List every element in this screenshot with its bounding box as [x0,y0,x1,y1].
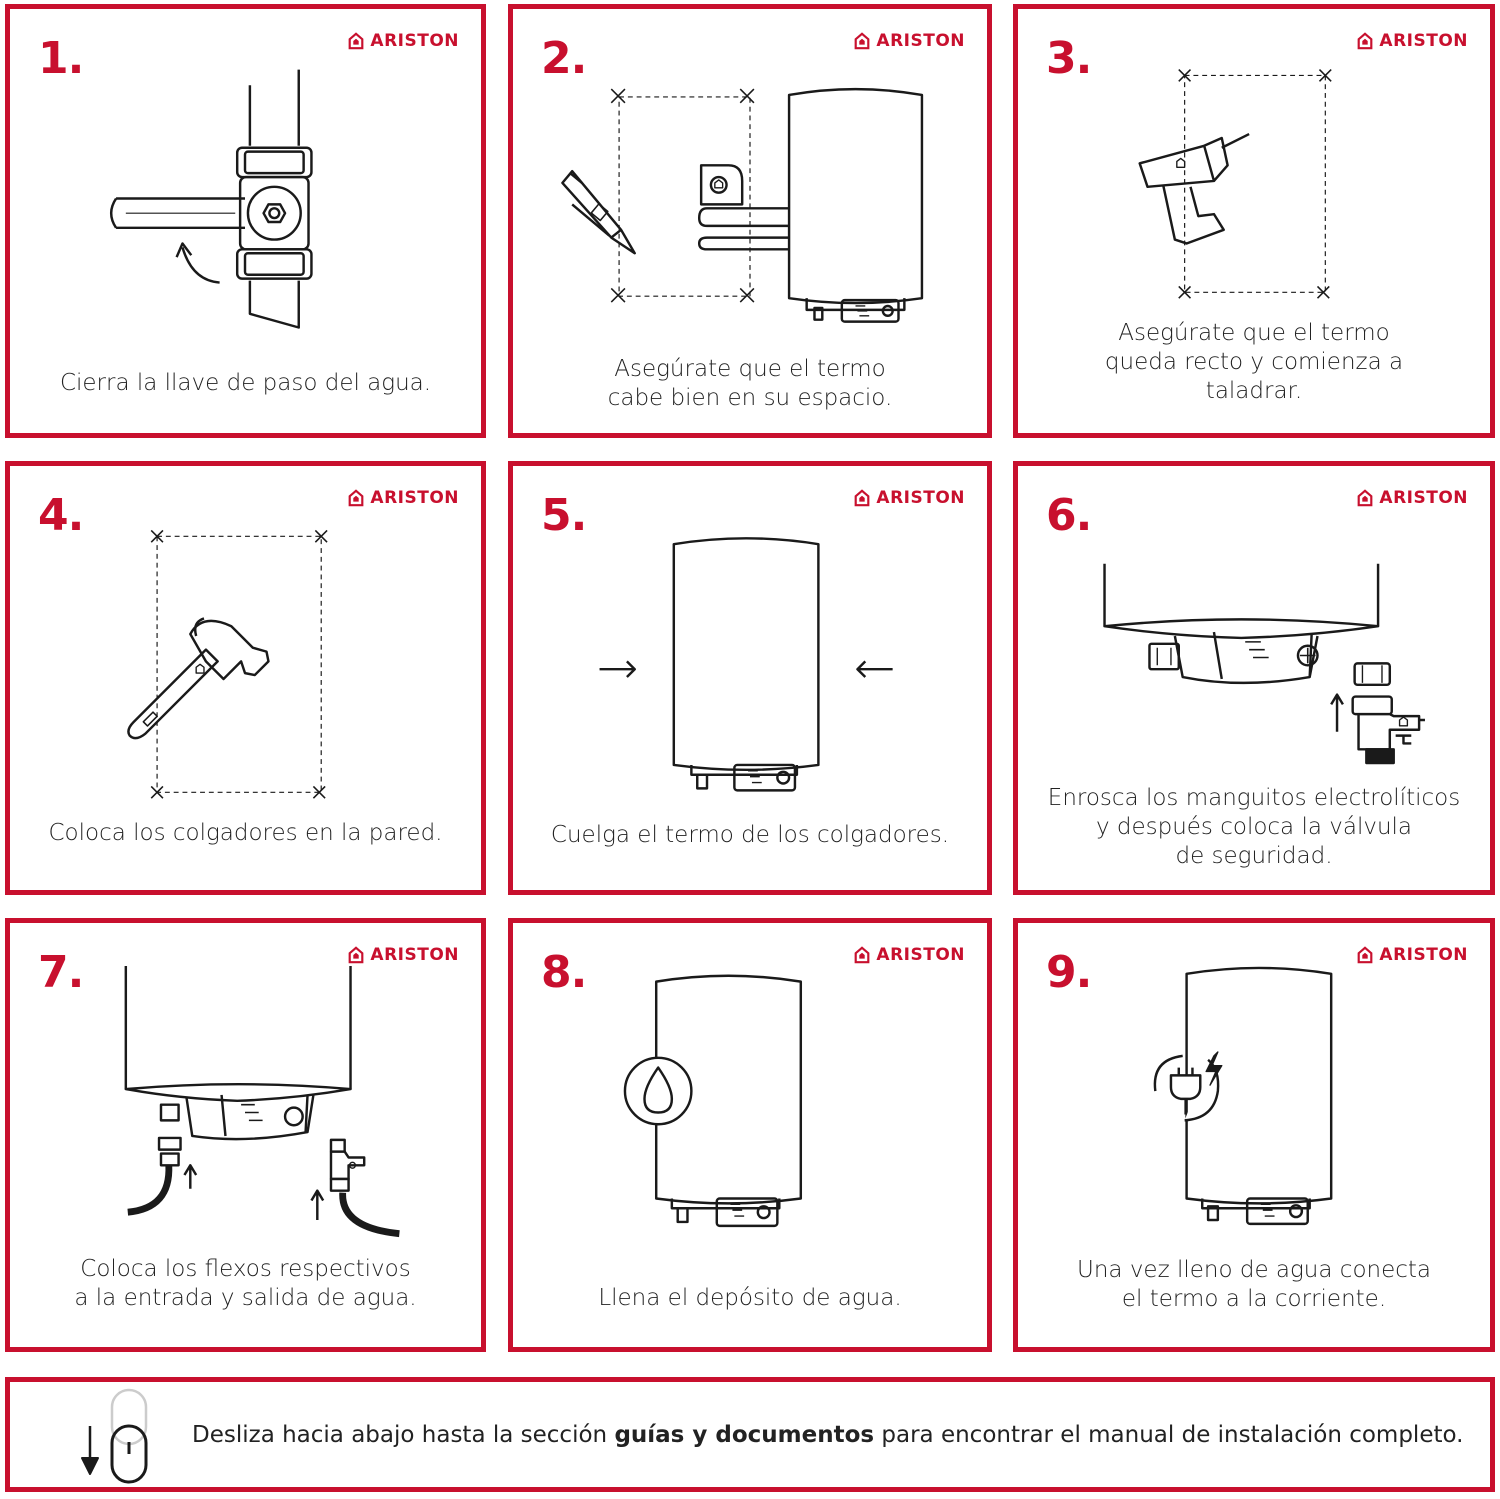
step-number: 5. [541,490,587,541]
house-logo-icon [1358,946,1373,964]
step-card-3: 3. ARISTON Asegúrate que el termo queda … [1013,4,1495,438]
brand-name: ARISTON [1379,31,1468,51]
caption-line: Llena el depósito de agua. [598,1285,902,1311]
step-caption: Coloca los flexos respectivos a la entra… [20,1255,471,1313]
ariston-logo: ARISTON [347,945,459,965]
step-caption: Enrosca los manguitos electrolíticos y d… [1028,784,1480,871]
ariston-logo: ARISTON [347,488,459,508]
safety-valve-icon [1103,563,1425,765]
house-logo-icon [855,946,870,964]
step-caption: Cuelga el termo de los colgadores. [523,821,977,850]
caption-line: Cuelga el termo de los colgadores. [550,822,950,848]
step-caption: Asegúrate que el termo queda recto y com… [1028,319,1480,406]
water-heater-icon [599,537,893,792]
step-number: 7. [38,947,84,998]
ariston-logo: ARISTON [347,31,459,51]
brand-name: ARISTON [876,31,965,51]
caption-line: Coloca los colgadores en la pared. [48,820,443,846]
step-number: 4. [38,490,84,541]
step-number: 8. [541,947,587,998]
step-card-9: 9. ARISTON Una vez lleno de agua conecta… [1013,918,1495,1352]
valve-icon [109,69,313,329]
brand-name: ARISTON [1379,945,1468,965]
house-logo-icon [1358,32,1373,50]
ariston-logo: ARISTON [853,488,965,508]
ariston-logo: ARISTON [1356,31,1468,51]
brand-name: ARISTON [876,945,965,965]
ariston-logo: ARISTON [1356,488,1468,508]
caption-line: Asegúrate que el termo [614,356,886,382]
house-logo-icon [349,946,364,964]
caption-line: Cierra la llave de paso del agua. [59,370,432,396]
brand-name: ARISTON [370,945,459,965]
caption-line: cabe bien en su espacio. [607,385,893,411]
step-caption: Coloca los colgadores en la pared. [20,819,471,848]
brand-name: ARISTON [370,488,459,508]
step-card-1: 1. ARISTON Cierra la llave de paso del a… [5,4,486,438]
footer-text-after: para encontrar el manual de instalación … [874,1422,1464,1448]
brand-name: ARISTON [1379,488,1468,508]
ariston-logo: ARISTON [1356,945,1468,965]
step-card-2: 2. ARISTON Asegúrate que el termo cabe [508,4,992,438]
house-logo-icon [855,32,870,50]
footer-banner: Desliza hacia abajo hasta la sección guí… [5,1377,1495,1492]
caption-line: de seguridad. [1175,843,1333,869]
footer-text-before: Desliza hacia abajo hasta la sección [192,1422,615,1448]
house-logo-icon [349,489,364,507]
ariston-logo: ARISTON [853,31,965,51]
ariston-logo: ARISTON [853,945,965,965]
brand-name: ARISTON [876,488,965,508]
step-caption: Cierra la llave de paso del agua. [20,369,471,398]
step-card-4: 4. ARISTON Coloca los colgadores en la p… [5,461,486,895]
brand-name: ARISTON [370,31,459,51]
step-number: 6. [1046,490,1092,541]
house-logo-icon [1358,489,1373,507]
caption-line: Enrosca los manguitos electrolíticos [1047,785,1461,811]
step-number: 9. [1046,947,1092,998]
step-number: 3. [1046,33,1092,84]
step-caption: Asegúrate que el termo cabe bien en su e… [523,355,977,413]
step-card-7: 7. ARISTON Coloca los flexos respectivos [5,918,486,1352]
step-caption: Llena el depósito de agua. [523,1284,977,1313]
step-card-6: 6. ARISTON Enrosca los manguitos electro… [1013,461,1495,895]
caption-line: Coloca los flexos respectivos [80,1256,411,1282]
footer-link-guides: guías y documentos [614,1422,875,1448]
drill-icon [1138,69,1332,299]
pencil-icon [561,87,924,323]
caption-line: a la entrada y salida de agua. [74,1285,417,1311]
caption-line: Una vez lleno de agua conecta [1077,1257,1431,1283]
hose-icon [124,965,400,1238]
footer-message: Desliza hacia abajo hasta la sección guí… [192,1422,1463,1448]
step-card-5: 5. ARISTON Cuelga el termo de los colgad… [508,461,992,895]
step-caption: Una vez lleno de agua conecta el termo a… [1028,1256,1480,1314]
step-number: 2. [541,33,587,84]
power-plug-icon [1153,966,1333,1226]
scroll-mouse-icon [81,1388,148,1484]
caption-line: taladrar. [1205,378,1303,404]
step-card-8: 8. ARISTON Llena el depósito de agua. [508,918,992,1352]
caption-line: queda recto y comienza a [1104,349,1404,375]
caption-line: el termo a la corriente. [1121,1286,1387,1312]
house-logo-icon [349,32,364,50]
house-logo-icon [855,489,870,507]
step-number: 1. [38,33,84,84]
caption-line: Asegúrate que el termo [1118,320,1390,346]
caption-line: y después coloca la válvula [1095,814,1413,840]
hammer-icon [127,529,328,799]
water-drop-icon [623,974,803,1228]
